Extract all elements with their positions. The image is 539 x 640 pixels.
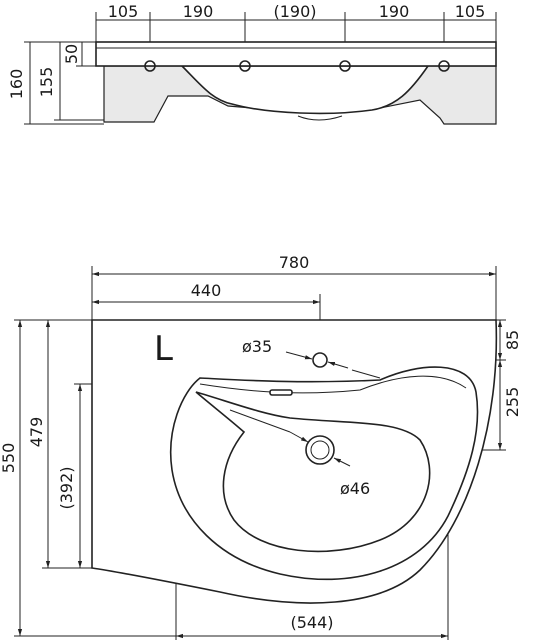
leader-drain-in	[289, 431, 309, 443]
label-variant: L	[154, 329, 173, 369]
dim-overall-width: 780	[279, 253, 310, 272]
drain-hole	[305, 435, 335, 465]
tap-hole-2	[239, 60, 251, 72]
dim-depth-bowl: (392)	[57, 466, 76, 509]
dim-drain-offset: 440	[191, 281, 222, 300]
dim-height-50: 50	[62, 44, 81, 64]
tap-hole-1	[144, 60, 156, 72]
side-profile-bowl	[180, 65, 430, 115]
bowl-inner-basin	[195, 391, 431, 553]
centerline-drain	[229, 409, 291, 433]
top-view: 780 440 550 479 (392) 85 255 (544)	[0, 253, 522, 640]
side-profile-rim	[95, 41, 497, 67]
dim-height-160: 160	[7, 69, 26, 100]
dim-depth-inner: 479	[27, 417, 46, 448]
dim-height-155: 155	[37, 67, 56, 98]
label-tap-hole-diameter: ø35	[242, 337, 272, 356]
leader-tap-hole-out	[327, 361, 349, 369]
dim-width-4: 190	[379, 2, 410, 21]
dim-bottom-width: (544)	[290, 613, 333, 632]
leader-drain-out	[333, 457, 351, 467]
dim-drain-depth: 255	[503, 387, 522, 418]
dim-width-2: 190	[183, 2, 214, 21]
dim-width-5: 105	[455, 2, 486, 21]
drain-outlet	[297, 115, 343, 121]
side-view: 105 190 (190) 190 105 160 155 50	[7, 2, 497, 125]
drain-hole-inner	[310, 440, 330, 460]
dim-width-3: (190)	[273, 2, 316, 21]
tap-hole-3	[339, 60, 351, 72]
tap-hole	[312, 352, 328, 368]
dim-width-1: 105	[108, 2, 139, 21]
bowl-shelf-line	[199, 375, 467, 394]
label-drain-hole-diameter: ø46	[340, 479, 370, 498]
leader-tap-hole	[285, 351, 313, 360]
dim-overall-depth: 550	[0, 443, 18, 474]
overflow-slot	[269, 389, 293, 396]
dim-tap-offset: 85	[503, 330, 522, 350]
centerline-tap	[351, 369, 381, 379]
tap-hole-4	[438, 60, 450, 72]
